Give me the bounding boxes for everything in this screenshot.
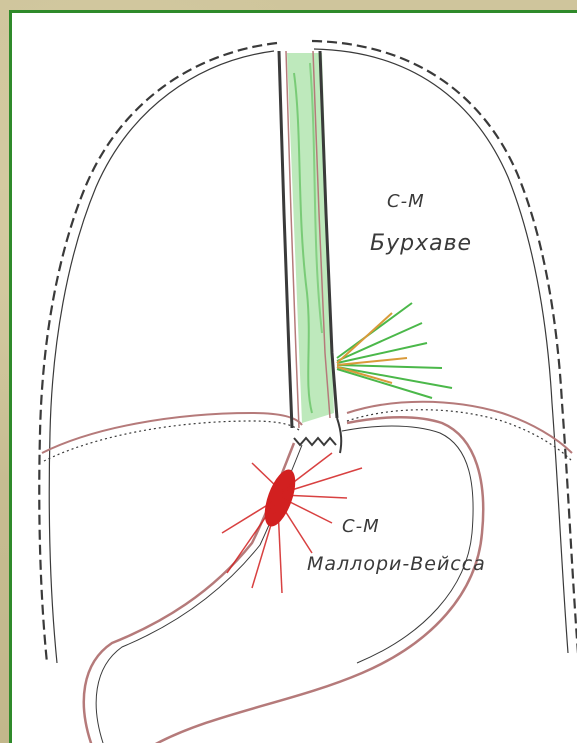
ge-junction (294, 438, 336, 445)
stomach-outline (84, 417, 483, 743)
rib-cage-left (39, 43, 277, 663)
drawing-canvas: С-М Бурхаве С-М Маллори-Вейсса (9, 10, 577, 743)
mallory-prefix-label: С-М (342, 516, 380, 537)
boerhaave-name-label: Бурхаве (370, 231, 472, 256)
boerhaave-prefix-label: С-М (387, 191, 425, 212)
boerhaave-rupture (337, 303, 452, 398)
mallory-name-label: Маллори-Вейсса (307, 553, 486, 575)
diaphragm (42, 413, 302, 453)
anatomy-illustration (12, 13, 577, 743)
